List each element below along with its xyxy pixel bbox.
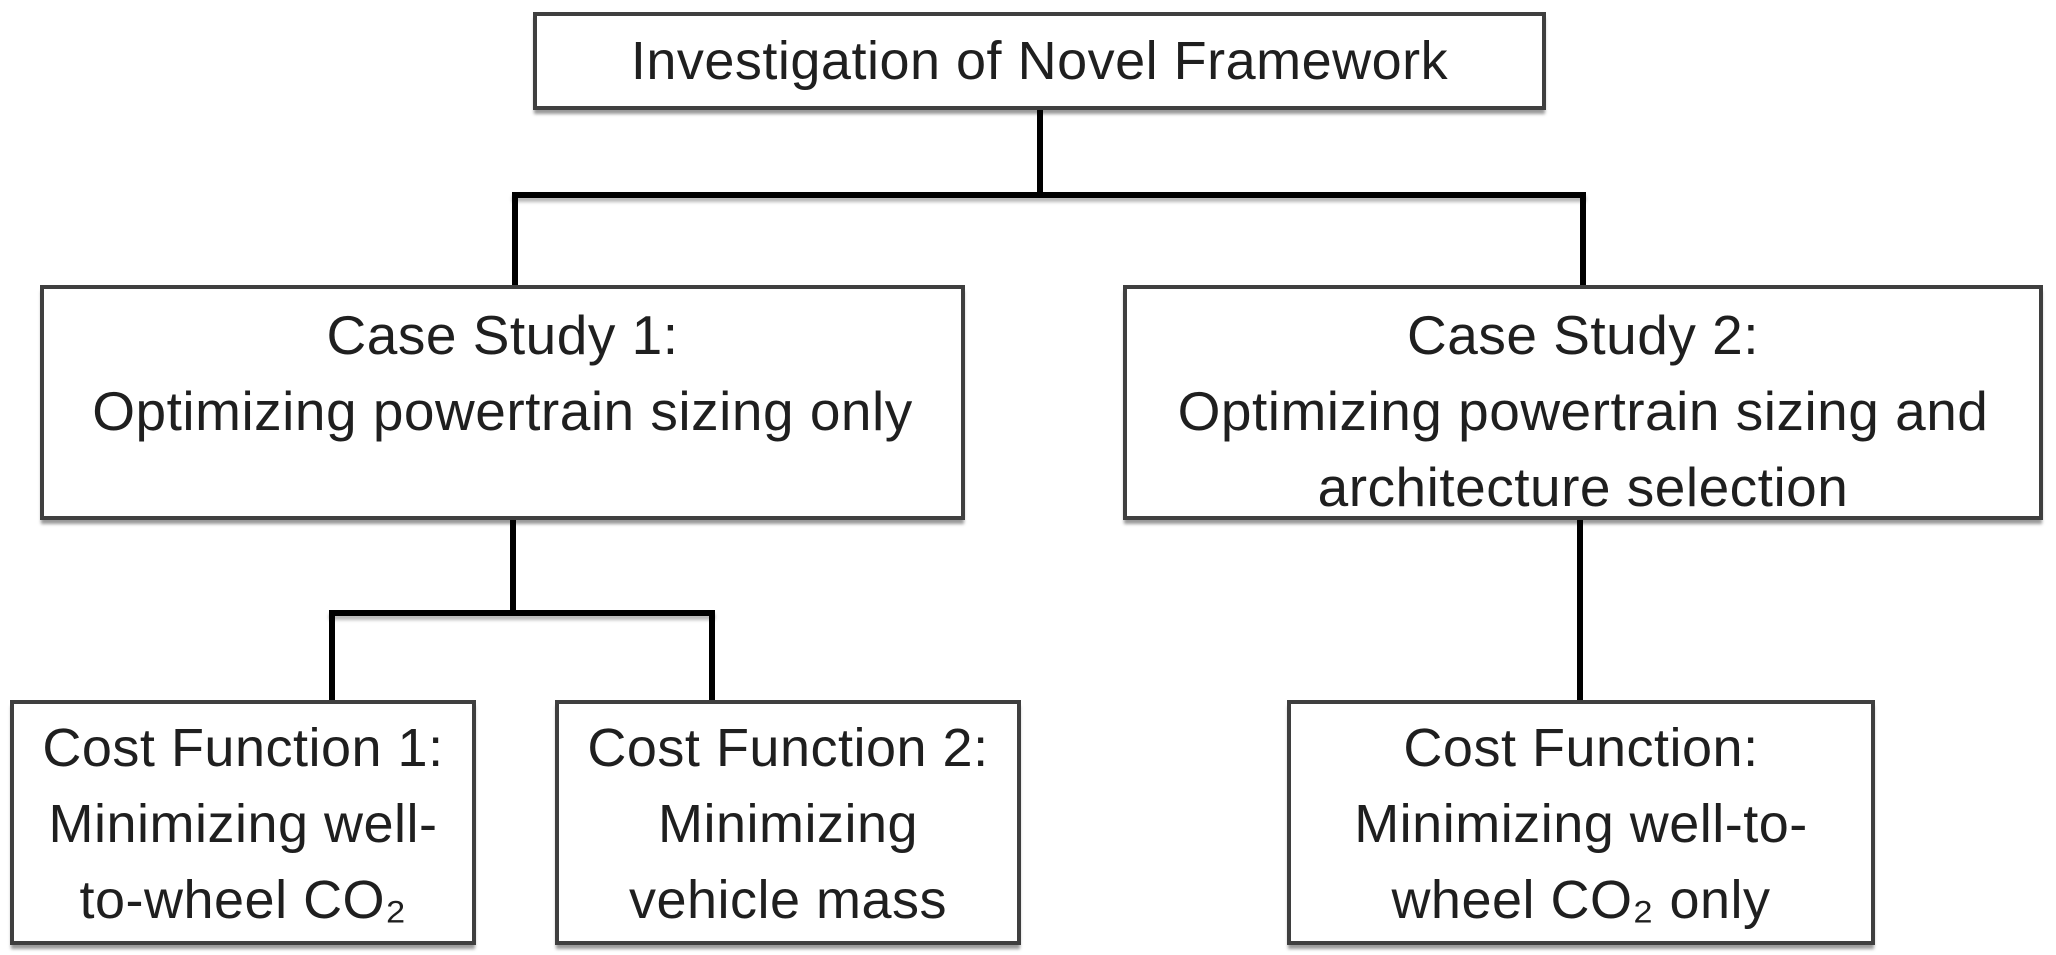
node-case-study-1: Case Study 1: Optimizing powertrain sizi… <box>40 285 965 520</box>
case-study-2-description-line2: architecture selection <box>1317 456 1849 518</box>
node-cost-function-1: Cost Function 1: Minimizing well- to-whe… <box>10 700 476 945</box>
cost-function-1-description-line1: Minimizing well- <box>48 794 438 854</box>
node-cost-function-2: Cost Function 2: Minimizing vehicle mass <box>555 700 1021 945</box>
connector-to-cost-function-3 <box>1577 518 1583 702</box>
connector-to-cost-function-2 <box>709 610 715 702</box>
cost-function-2-heading: Cost Function 2: <box>587 718 989 778</box>
cost-function-3-heading: Cost Function: <box>1403 718 1759 778</box>
cost-function-2-description-line1: Minimizing <box>657 794 919 854</box>
cost-function-3-description-line1: Minimizing well-to- <box>1354 794 1808 854</box>
cost-function-2-description-line2: vehicle mass <box>628 870 948 930</box>
case-study-1-description: Optimizing powertrain sizing only <box>92 380 913 442</box>
case-study-2-heading: Case Study 2: <box>1407 304 1759 366</box>
case-study-1-heading: Case Study 1: <box>326 304 679 366</box>
connector-to-case-study-1 <box>512 192 518 287</box>
node-cost-function-3: Cost Function: Minimizing well-to- wheel… <box>1287 700 1875 945</box>
node-root: Investigation of Novel Framework <box>533 12 1546 110</box>
case-study-2-description-line1: Optimizing powertrain sizing and <box>1177 380 1989 442</box>
cost-function-1-description-line2: to-wheel CO₂ <box>79 870 407 930</box>
connector-case-study-1-stem <box>510 518 516 616</box>
cost-function-1-heading: Cost Function 1: <box>42 718 444 778</box>
node-case-study-2: Case Study 2: Optimizing powertrain sizi… <box>1123 285 2043 520</box>
cost-function-3-description-line2: wheel CO₂ only <box>1391 870 1771 930</box>
node-root-title: Investigation of Novel Framework <box>630 31 1449 91</box>
connector-level1-crossbar <box>512 192 1586 198</box>
connector-root-stem <box>1037 108 1043 198</box>
connector-level2-crossbar <box>329 610 715 616</box>
connector-to-cost-function-1 <box>329 610 335 702</box>
connector-to-case-study-2 <box>1580 192 1586 287</box>
